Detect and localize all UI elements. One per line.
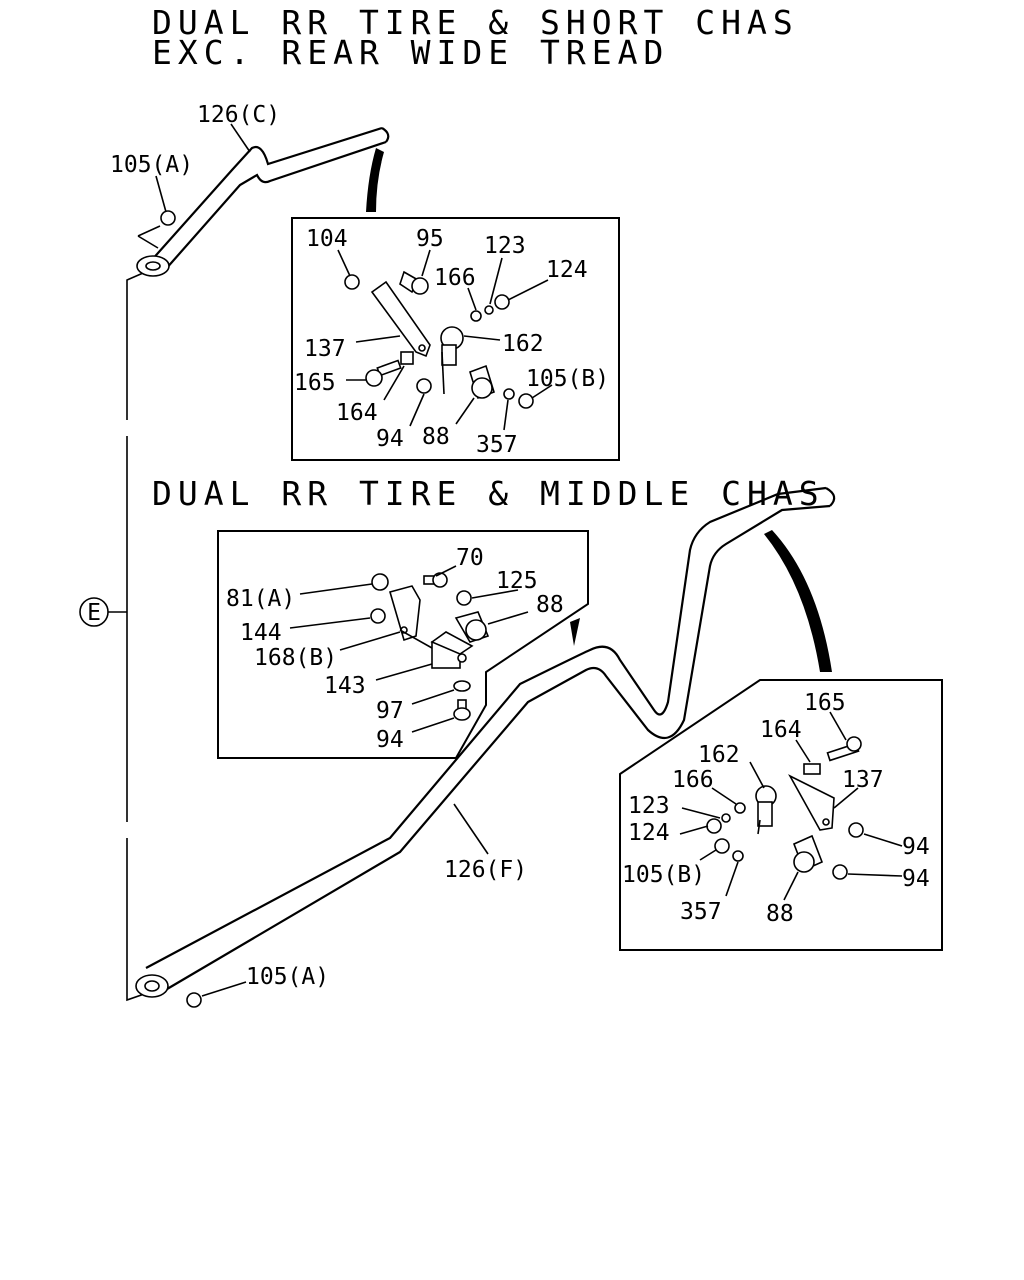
bolt-94-shape-c [848, 822, 864, 838]
bracket-137-shape [370, 280, 431, 358]
label-123-b: 123 [628, 793, 670, 819]
clamp-88-shape [469, 364, 495, 400]
label-97: 97 [376, 698, 404, 724]
label-143: 143 [324, 673, 366, 699]
label-nut-105a-bottom: 105(A) [246, 964, 329, 990]
label-137-b: 137 [842, 767, 884, 793]
label-105b-b: 105(B) [622, 862, 705, 888]
label-168b: 168(B) [254, 645, 337, 671]
bolt-94-shape [416, 378, 432, 394]
rubber-mount-162-shape-b [755, 785, 777, 835]
nut-105b-shape [518, 393, 534, 409]
washer-166-shape [470, 310, 482, 322]
collar-164-shape-b [803, 763, 821, 775]
label-162-b: 162 [698, 742, 740, 768]
label-81a: 81(A) [226, 586, 295, 612]
label-nut-105a-top: 105(A) [110, 152, 193, 178]
label-164: 164 [336, 400, 378, 426]
nut-105b-shape-b [714, 838, 730, 854]
tailpipe-126c [136, 126, 390, 277]
label-125: 125 [496, 568, 538, 594]
label-166: 166 [434, 265, 476, 291]
washer-166-shape-b [734, 802, 746, 814]
detail-box-1 [291, 217, 620, 461]
label-124: 124 [546, 257, 588, 283]
spring-washer-123-shape [484, 305, 494, 315]
label-94-d: 94 [902, 866, 930, 892]
label-88-c: 88 [766, 901, 794, 927]
clamp-88-shape-c [792, 834, 824, 873]
label-123: 123 [484, 233, 526, 259]
label-70: 70 [456, 545, 484, 571]
washer-357-shape-b [732, 850, 744, 862]
label-166-b: 166 [672, 767, 714, 793]
mount-143-shape [430, 631, 474, 669]
label-165: 165 [294, 370, 336, 396]
reference-bracket-line [105, 269, 151, 1002]
label-88-b: 88 [536, 592, 564, 618]
bolt-70-shape [423, 572, 448, 588]
detail-box-2 [217, 530, 589, 759]
heading-short-chassis-line1: DUAL RR TIRE & SHORT CHAS [152, 3, 799, 42]
nut-124-shape [494, 294, 510, 310]
bracket-shape [389, 585, 421, 642]
reference-marker-letter: E [87, 600, 101, 626]
label-144: 144 [240, 620, 282, 646]
washer-357-shape [503, 388, 515, 400]
label-104: 104 [306, 226, 348, 252]
label-94-b: 94 [376, 727, 404, 753]
label-124-b: 124 [628, 820, 670, 846]
bolt-94-shape-d [832, 864, 848, 880]
tailpipe-126f [135, 486, 836, 1008]
detail-box-3 [619, 679, 943, 951]
label-105b: 105(B) [526, 366, 609, 392]
spring-washer-123-shape-b [721, 813, 731, 823]
washer-97-shape [453, 680, 471, 692]
bracket-137-shape-b [788, 774, 835, 831]
label-94-c: 94 [902, 834, 930, 860]
bolt-165-shape [365, 359, 402, 387]
label-94: 94 [376, 426, 404, 452]
bolt-165-shape-b [826, 736, 862, 762]
nut-81a-shape [371, 573, 389, 591]
collar-164-shape [400, 351, 414, 365]
label-165-b: 165 [804, 690, 846, 716]
nut-144-shape [370, 608, 386, 624]
nut-124-shape-b [706, 818, 722, 834]
rubber-mount-162-shape [440, 326, 464, 395]
label-88: 88 [422, 424, 450, 450]
label-pipe-126f: 126(F) [444, 857, 527, 883]
label-162: 162 [502, 331, 544, 357]
reference-marker-e: E [79, 597, 109, 627]
label-pipe-126c: 126(C) [197, 102, 280, 128]
label-164-b: 164 [760, 717, 802, 743]
heading-short-chassis-line2: EXC. REAR WIDE TREAD [152, 33, 670, 72]
label-357-b: 357 [680, 899, 722, 925]
heading-middle-chassis: DUAL RR TIRE & MIDDLE CHAS [152, 474, 825, 513]
label-357: 357 [476, 432, 518, 458]
label-137: 137 [304, 336, 346, 362]
clamp-88-shape-b [454, 611, 490, 643]
bolt-94-shape-b [453, 699, 471, 721]
label-95: 95 [416, 226, 444, 252]
nut-104-shape [344, 274, 360, 290]
nut-125-shape [456, 590, 472, 606]
